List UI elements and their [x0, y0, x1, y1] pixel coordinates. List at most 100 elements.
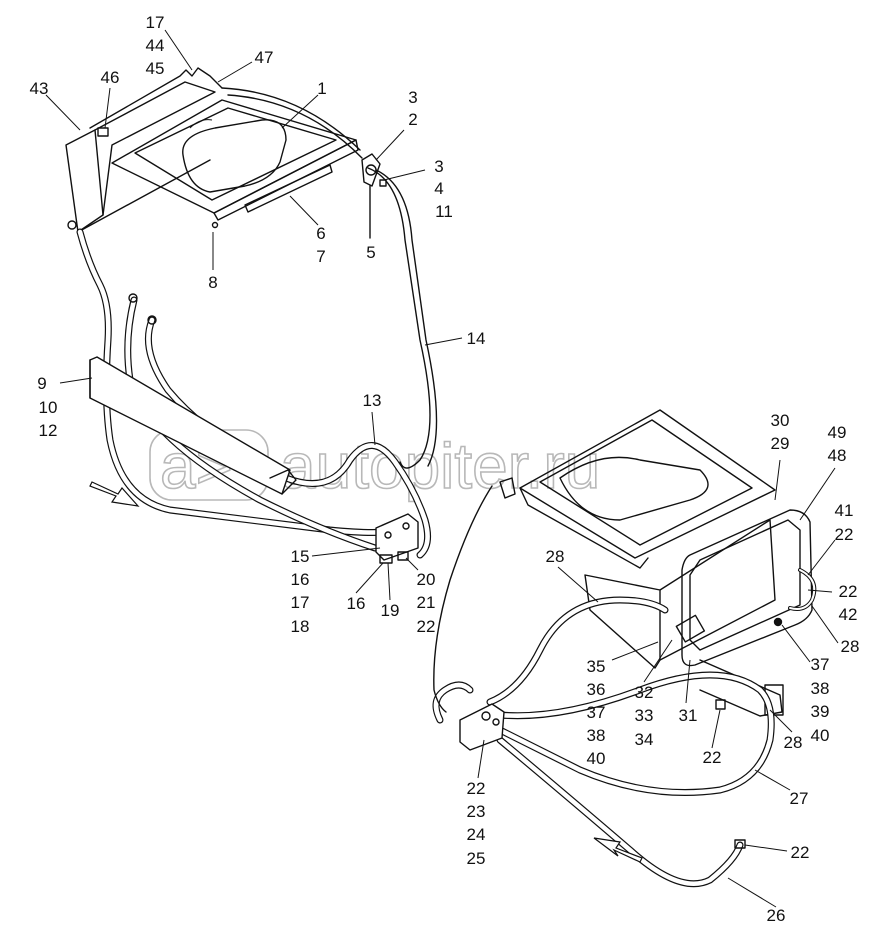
callout-27: 27 — [790, 789, 809, 808]
callout-42: 42 — [839, 605, 858, 624]
tray-detail — [189, 119, 213, 129]
callout-22e: 22 — [467, 779, 486, 798]
callout-40b: 40 — [587, 749, 606, 768]
upper-heater-assembly — [65, 67, 438, 469]
callout-28b: 28 — [841, 637, 860, 656]
callout-37a: 37 — [811, 655, 830, 674]
callout-26: 26 — [767, 906, 786, 925]
callout-22f: 22 — [791, 843, 810, 862]
pump-body — [375, 513, 419, 561]
valve-fitting — [379, 179, 387, 187]
callout-38b: 38 — [587, 726, 606, 745]
tray-opening — [182, 119, 287, 193]
line-14-lower — [433, 485, 493, 713]
lower-pump-port-b — [492, 718, 500, 726]
callout-41: 41 — [835, 501, 854, 520]
callout-45: 45 — [146, 59, 165, 78]
callout-15: 15 — [291, 547, 310, 566]
callout-24: 24 — [467, 825, 486, 844]
callout-36: 36 — [587, 680, 606, 699]
pump-connector-20 — [397, 551, 409, 561]
watermark-text: autopiter.ru — [280, 430, 600, 502]
callout-34: 34 — [635, 730, 654, 749]
callout-13: 13 — [363, 391, 382, 410]
callout-43: 43 — [30, 79, 49, 98]
callout-14: 14 — [467, 329, 486, 348]
callout-22d: 22 — [703, 748, 722, 767]
line-14-outer — [375, 169, 438, 467]
callout-16b: 16 — [347, 594, 366, 613]
front-rail — [213, 139, 359, 221]
callout-2: 2 — [408, 110, 417, 129]
lower-tray — [519, 409, 776, 559]
callout-31: 31 — [679, 706, 698, 725]
valve-body — [361, 153, 381, 187]
upper-tray-inner — [134, 107, 337, 201]
callout-18: 18 — [291, 617, 310, 636]
callout-40a: 40 — [811, 726, 830, 745]
hose-clamp-a — [128, 293, 138, 303]
callout-22b: 22 — [835, 525, 854, 544]
callout-46: 46 — [101, 68, 120, 87]
callout-38a: 38 — [811, 679, 830, 698]
radiator-frame-outer — [681, 509, 813, 667]
lower-tray-inner — [539, 419, 753, 546]
callout-28c: 28 — [784, 733, 803, 752]
tray-fitting — [499, 477, 516, 499]
top-clip-rail — [89, 67, 223, 129]
side-frame-bottom — [77, 159, 211, 233]
line-14 — [367, 167, 431, 469]
flow-arrow-lower — [593, 837, 643, 863]
flow-arrow-upper — [89, 481, 140, 507]
leader-lines — [45, 29, 839, 908]
top-line-b — [227, 94, 363, 159]
air-duct — [89, 356, 297, 495]
callout-17b: 17 — [291, 593, 310, 612]
callout-23: 23 — [467, 802, 486, 821]
callout-9: 9 — [37, 374, 46, 393]
lower-tray-side — [519, 487, 649, 569]
callout-39: 39 — [811, 702, 830, 721]
pump-port-a — [384, 531, 392, 539]
callout-29: 29 — [771, 434, 790, 453]
lower-pump-body — [459, 703, 505, 751]
callout-3-top: 3 — [408, 88, 417, 107]
callout-5: 5 — [366, 243, 375, 262]
callout-21: 21 — [417, 593, 436, 612]
callout-32: 32 — [635, 683, 654, 702]
callout-44: 44 — [146, 36, 165, 55]
lower-housing-front — [659, 519, 776, 661]
callout-10: 10 — [39, 398, 58, 417]
callout-17: 17 — [146, 13, 165, 32]
callout-3: 3 — [434, 157, 443, 176]
clip-46 — [97, 127, 109, 137]
callout-16: 16 — [291, 570, 310, 589]
callout-49: 49 — [828, 423, 847, 442]
callout-47: 47 — [255, 48, 274, 67]
callout-1: 1 — [317, 79, 326, 98]
side-frame-top — [94, 81, 216, 216]
callout-20: 20 — [417, 570, 436, 589]
callout-48: 48 — [828, 446, 847, 465]
pump-connector-19 — [379, 554, 393, 564]
callout-11: 11 — [435, 202, 453, 221]
screw-8 — [211, 221, 219, 229]
lower-vent-grille — [675, 614, 706, 643]
lower-tray-opening — [559, 456, 709, 521]
radiator-frame-inner — [689, 519, 801, 651]
pump-unit-lower — [459, 703, 505, 751]
callout-labels: 17 44 45 47 43 46 1 3 2 3 4 11 6 7 5 8 1… — [30, 13, 860, 925]
pump-port-b — [402, 522, 410, 530]
callout-37b: 37 — [587, 703, 606, 722]
callout-25: 25 — [467, 849, 486, 868]
hose-clamp-b — [147, 315, 157, 325]
rail-bracket — [244, 164, 333, 213]
hose-end-fitting — [734, 839, 746, 849]
callout-28a: 28 — [546, 547, 565, 566]
callout-7: 7 — [316, 247, 325, 266]
duct-outlet — [269, 469, 297, 495]
callout-4: 4 — [434, 179, 443, 198]
callout-30: 30 — [771, 411, 790, 430]
lower-heater-assembly — [499, 409, 817, 717]
callout-35: 35 — [587, 657, 606, 676]
